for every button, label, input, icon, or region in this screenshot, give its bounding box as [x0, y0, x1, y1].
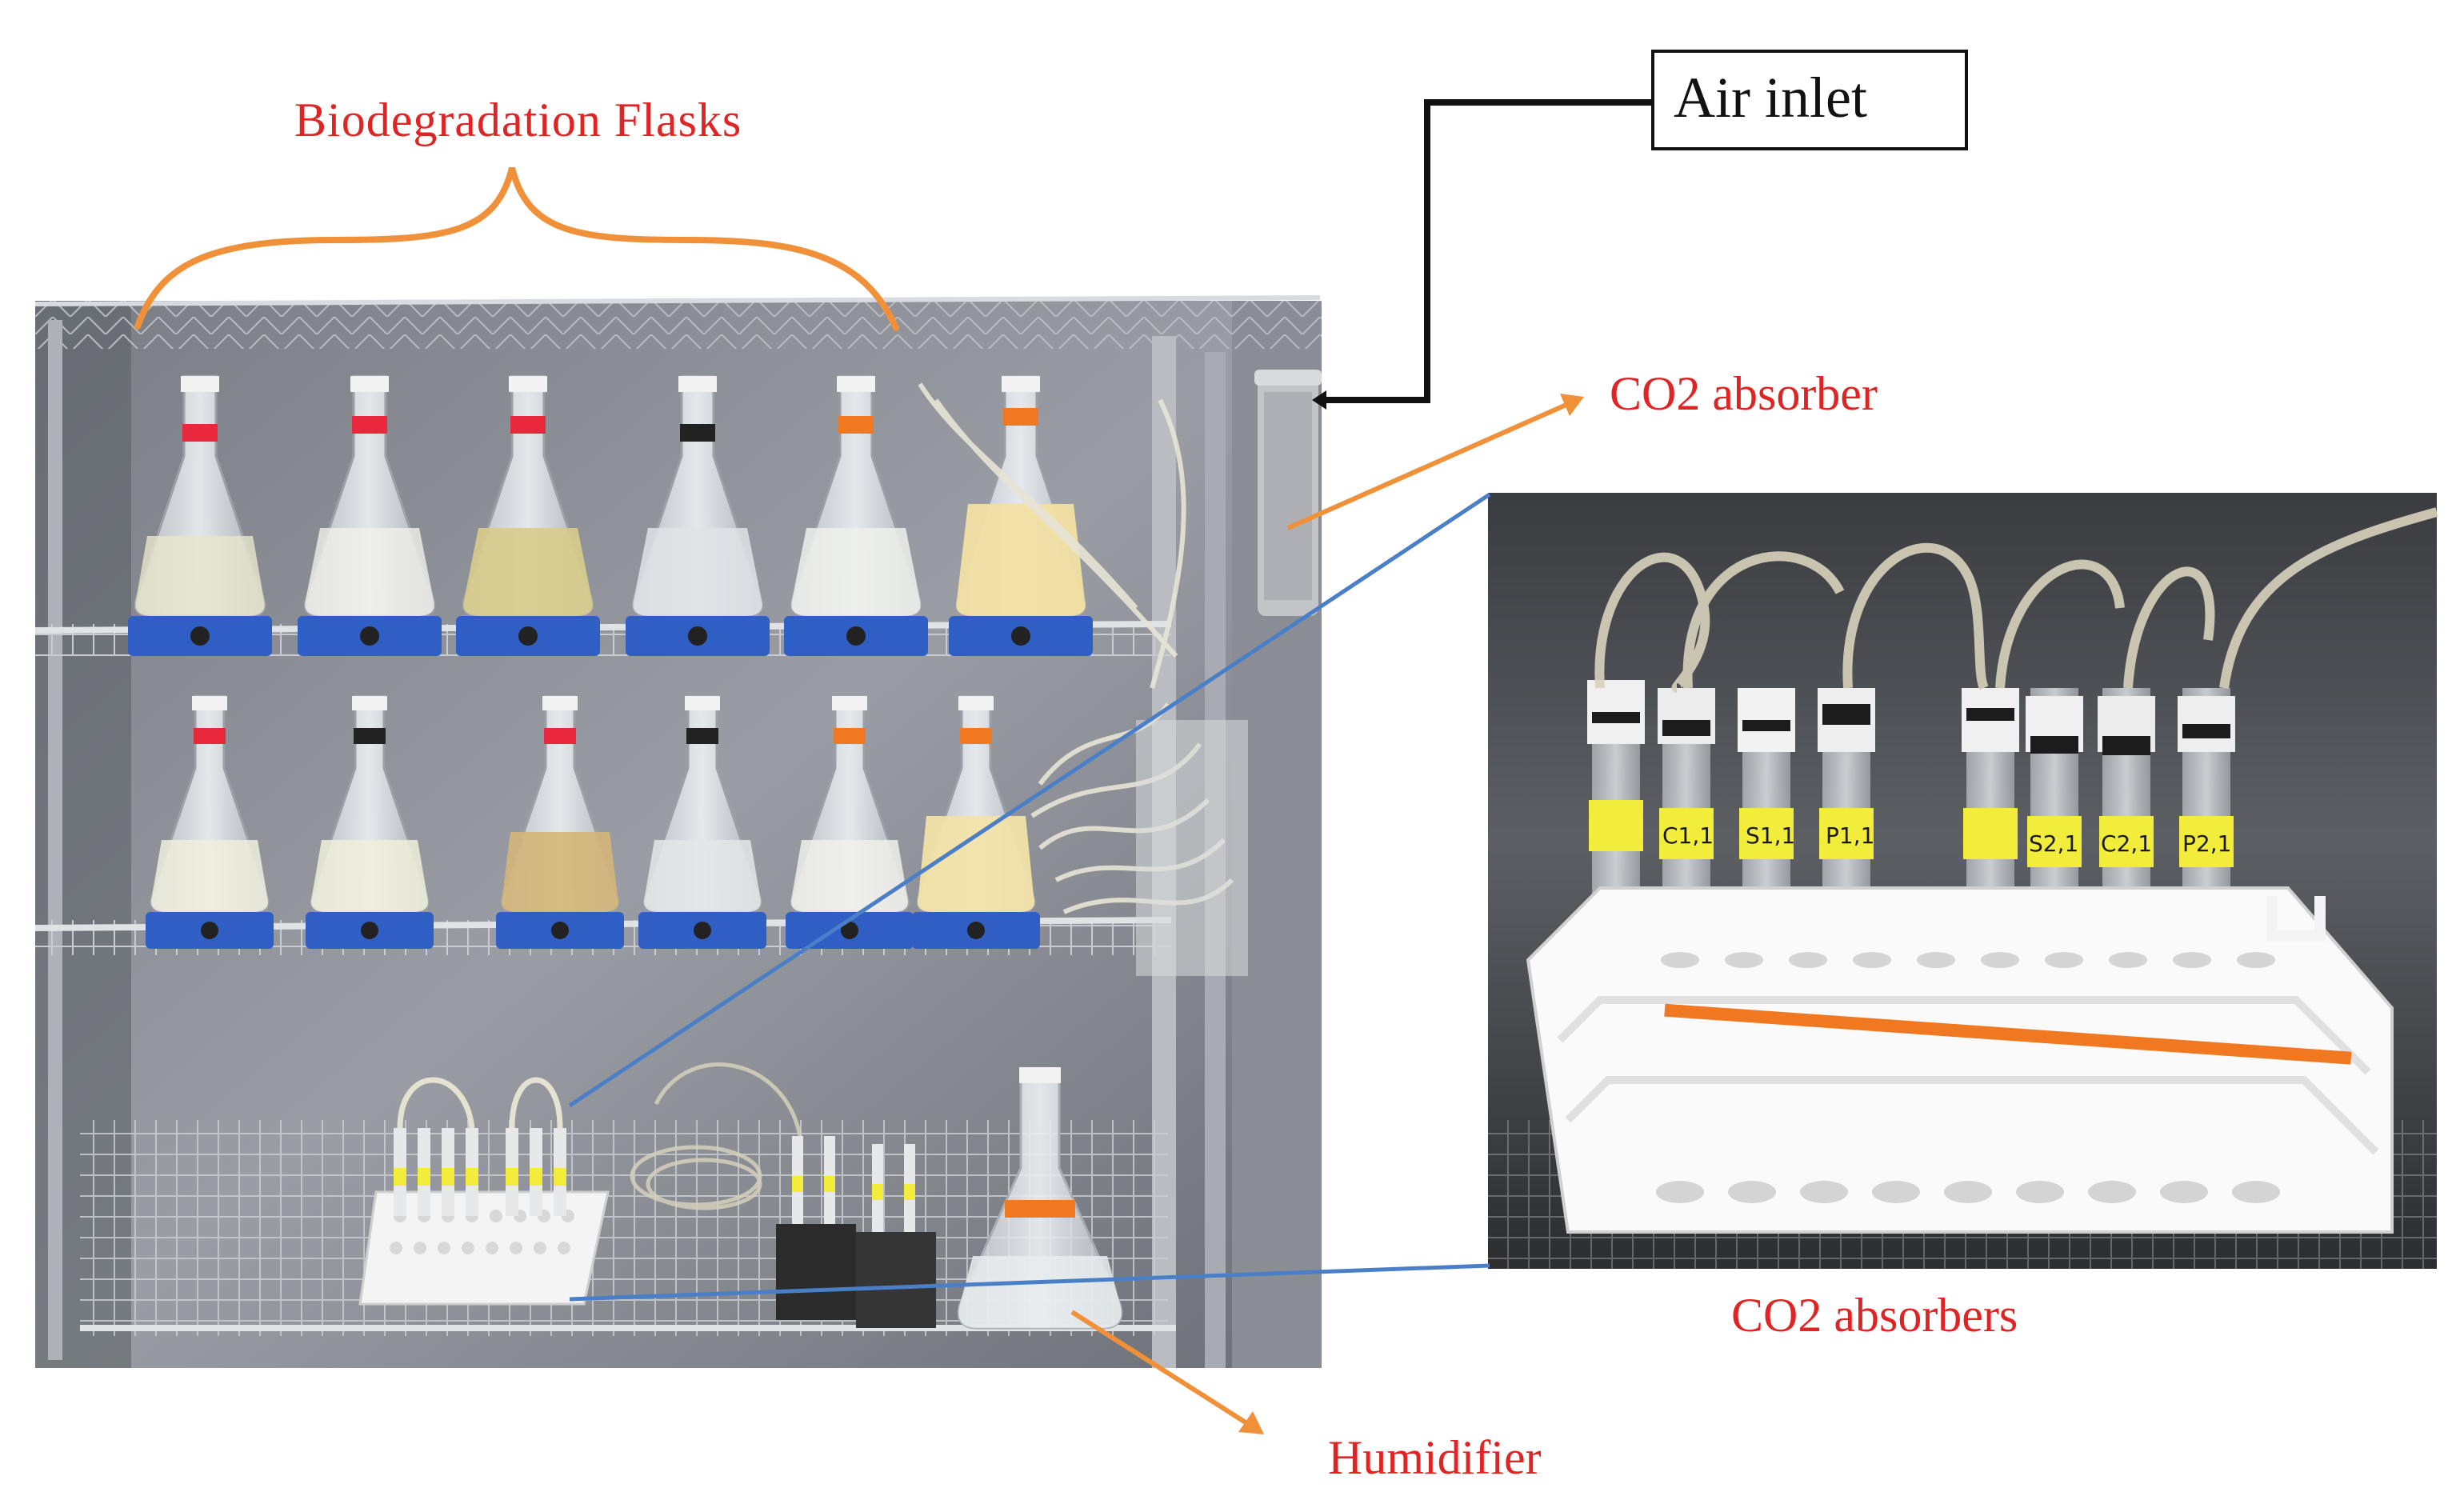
- co2-absorbers-closeup-photo: C1,1 S1,1 P1,1 S2,1 C2,1 P2,1: [1488, 493, 2438, 1269]
- co2-absorber-arrow: [1286, 394, 1584, 530]
- connector-line-top: [568, 492, 1491, 1108]
- white-test-tube-rack: [1526, 886, 2394, 1234]
- curly-brace: [134, 167, 899, 331]
- tube-marking: P1,1: [1826, 822, 1874, 849]
- absorber-holders-dark: [776, 1136, 936, 1328]
- label-co2-absorbers: CO2 absorbers: [1731, 1289, 2018, 1342]
- humidifier-flask: [957, 1067, 1123, 1330]
- air-inlet-box: [1651, 50, 1968, 150]
- test-tube-rack-small: [358, 1077, 610, 1306]
- label-air-inlet: Air inlet: [1674, 66, 1867, 130]
- tube-marking: C1,1: [1662, 822, 1714, 849]
- arrow-head: [1312, 390, 1326, 410]
- tube-marking: P2,1: [2182, 830, 2231, 857]
- tube-marking: C2,1: [2101, 830, 2152, 857]
- lab-setup-photo: [34, 295, 1322, 1368]
- air-inlet-connector: [1326, 99, 1651, 403]
- co2-absorber-column: [1254, 370, 1322, 616]
- label-co2-absorber: CO2 absorber: [1610, 367, 1878, 420]
- tube-markings: C1,1 S1,1 P1,1 S2,1 C2,1 P2,1: [1662, 822, 2231, 857]
- humidifier-arrow: [1070, 1310, 1264, 1434]
- connector-line-bottom: [569, 1263, 1490, 1302]
- tube-marking: S2,1: [2029, 830, 2078, 857]
- tube-marking: S1,1: [1746, 822, 1795, 849]
- manifold-panel: [1136, 720, 1248, 976]
- label-humidifier: Humidifier: [1328, 1431, 1542, 1484]
- tubing-coil: [630, 1062, 802, 1210]
- flask-row-top: [128, 374, 1093, 656]
- label-biodegradation-flasks: Biodegradation Flasks: [294, 94, 742, 146]
